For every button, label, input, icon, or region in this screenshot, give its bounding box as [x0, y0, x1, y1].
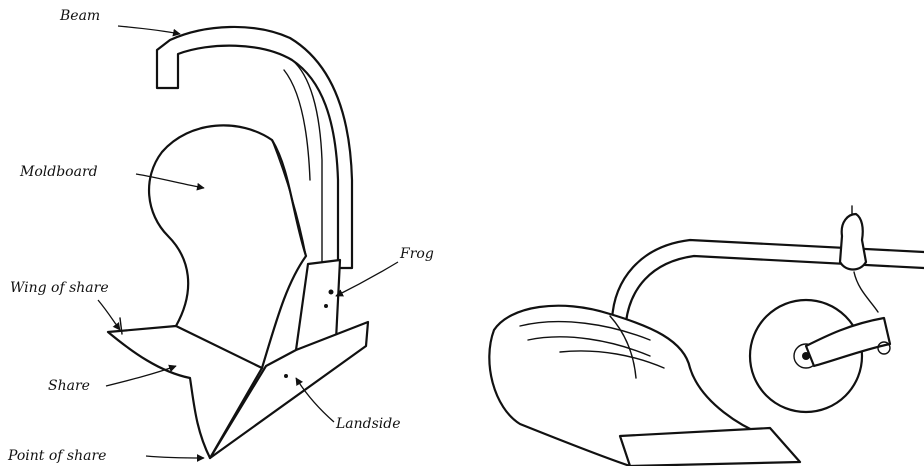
beam-arrow: [118, 26, 180, 34]
landside-label: Landside: [335, 416, 401, 432]
wing-of-share-arrow: [98, 300, 120, 330]
share-arrow: [106, 366, 176, 386]
coulter-wheel: [750, 300, 890, 412]
labeled-plow-figure: Beam Moldboard Frog Wing of share Share …: [7, 8, 434, 464]
beam-label: Beam: [59, 8, 100, 24]
point-of-share-label: Point of share: [7, 448, 106, 464]
moldboard-label: Moldboard: [19, 164, 98, 180]
frog-label: Frog: [399, 246, 434, 262]
wing-of-share-label: Wing of share: [10, 280, 109, 296]
point-of-share-arrow: [146, 456, 204, 458]
share-label: Share: [48, 378, 90, 394]
plow-with-wheel-figure: [489, 206, 924, 466]
